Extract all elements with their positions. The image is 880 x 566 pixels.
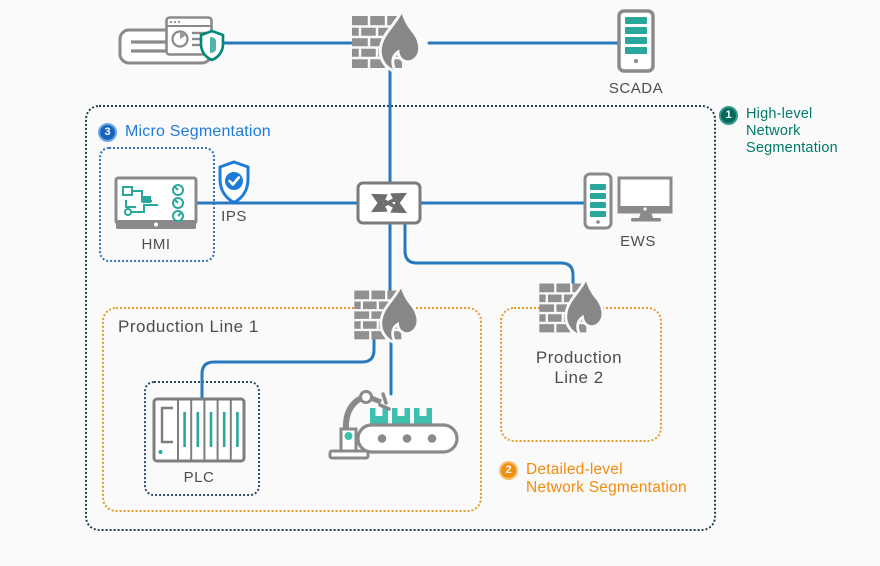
label-line: High-level: [746, 106, 813, 122]
ips-label: IPS: [221, 208, 247, 225]
label-line: Network: [746, 123, 801, 139]
plc-rack-icon: [152, 397, 246, 463]
micro-label-text: Micro Segmentation: [125, 123, 271, 140]
link-switch-line2-firewall: [403, 222, 575, 296]
label-line: Line 2: [554, 368, 604, 387]
plc-label: PLC: [183, 469, 215, 486]
ips-shield-icon: [218, 160, 250, 205]
production-line-2-title: Production Line 2: [500, 348, 658, 388]
firewall-line2-icon: [537, 276, 613, 338]
scada-label: SCADA: [608, 80, 664, 97]
switch-icon: [356, 181, 422, 225]
label-line: Segmentation: [746, 140, 838, 156]
hmi-monitor-icon: [114, 176, 198, 229]
high-level-label: 1 High-level Network Segmentation: [719, 106, 838, 157]
micro-segmentation-label: 3 Micro Segmentation: [98, 123, 271, 142]
zone-high-level-box: [85, 105, 716, 531]
security-shield-icon: [199, 29, 225, 62]
robot-arm-icon: [328, 390, 459, 460]
high-level-number-badge: 1: [719, 106, 738, 125]
firewall-line1-icon: [352, 283, 428, 345]
ews-tower-icon: [583, 172, 613, 230]
high-level-label-text: High-level Network Segmentation: [746, 106, 838, 157]
hmi-label: HMI: [141, 236, 171, 253]
zone-production-line-1-box: [102, 307, 482, 512]
ews-monitor-icon: [617, 176, 673, 222]
detailed-label-text: Detailed-level Network Segmentation: [526, 461, 687, 497]
scada-server-icon: [617, 9, 655, 73]
detailed-number-badge: 2: [499, 461, 518, 480]
firewall-top-icon: [350, 8, 430, 74]
ews-label: EWS: [620, 233, 656, 250]
detailed-level-label: 2 Detailed-level Network Segmentation: [499, 461, 687, 497]
label-line: Network Segmentation: [526, 479, 687, 496]
micro-number-badge: 3: [98, 123, 117, 142]
link-firewall-plc: [200, 330, 376, 403]
label-line: Detailed-level: [526, 461, 623, 478]
label-line: Production: [535, 348, 623, 367]
production-line-1-title: Production Line 1: [118, 317, 259, 336]
